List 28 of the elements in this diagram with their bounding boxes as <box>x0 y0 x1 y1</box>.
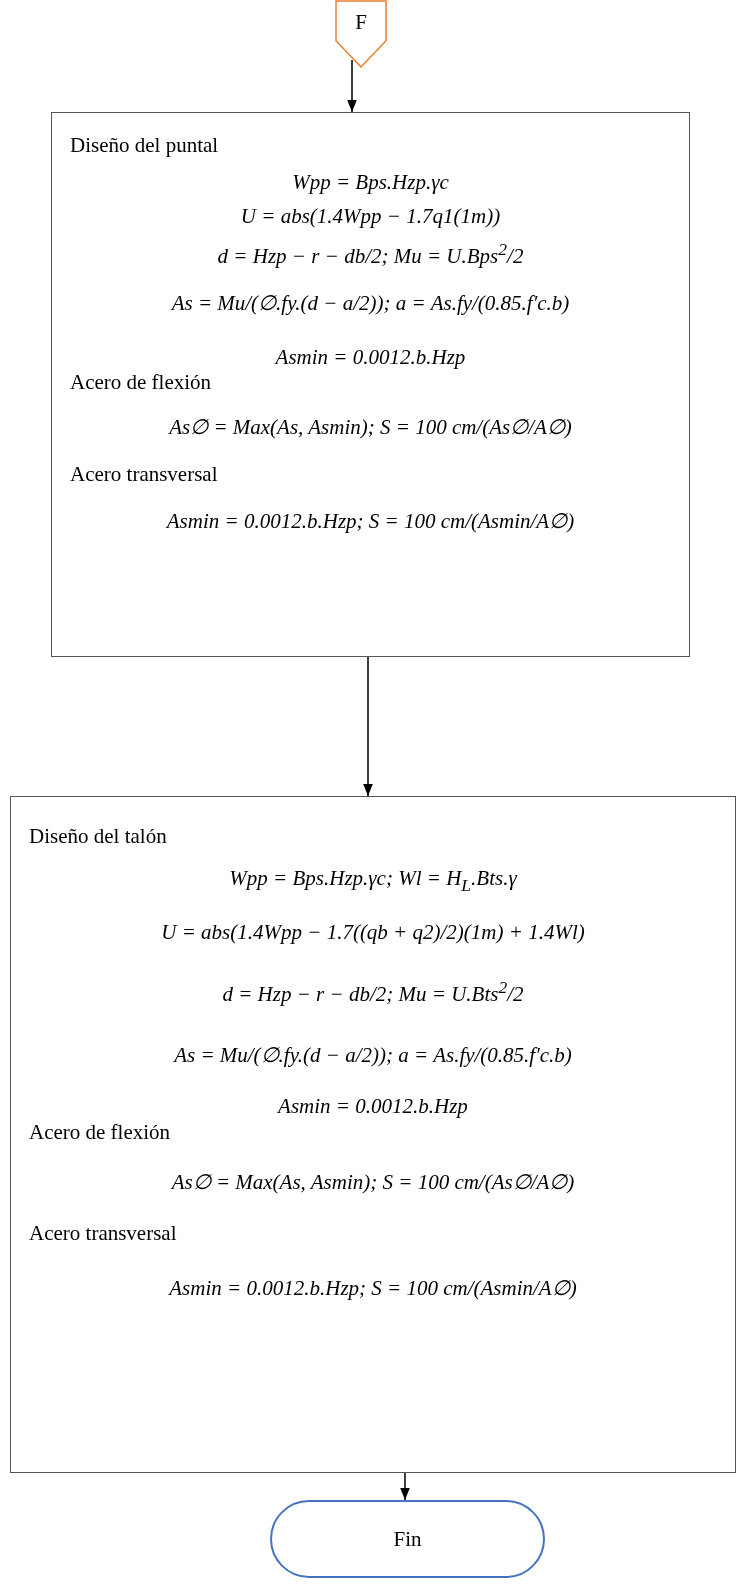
formula: U = abs(1.4Wpp − 1.7((qb + q2)/2)(1m) + 1.4Wl) <box>160 920 586 946</box>
formula: Asmin = 0.0012.b.Hzp <box>273 345 467 371</box>
formula: d = Hzp − r − db/2; Mu = U.Bps$^{2}$/2 <box>216 238 525 270</box>
process-box <box>10 796 736 1473</box>
off-page-connector <box>335 0 387 68</box>
section-heading: Acero transversal <box>70 462 218 488</box>
arrow <box>347 59 357 113</box>
section-heading: Diseño del puntal <box>70 133 219 159</box>
process-box <box>51 112 690 657</box>
terminal-label: Fin <box>392 1526 423 1552</box>
arrow <box>400 1472 410 1501</box>
connector-label: F <box>354 10 368 35</box>
formula: Asmin = 0.0012.b.Hzp <box>276 1094 469 1120</box>
formula: Wpp = Bps.Hzp.γc <box>291 170 450 196</box>
formula: As = Mu/(∅.fy.(d − a/2)); a = As.fy/(0.85.f′c.b) <box>169 291 571 317</box>
formula: Asmin = 0.0012.b.Hzp; S = 100 cm/(Asmin/A∅) <box>164 509 576 535</box>
section-heading: Acero transversal <box>29 1221 177 1247</box>
arrow <box>363 656 373 797</box>
section-heading: Acero de flexión <box>29 1120 171 1146</box>
section-heading: Acero de flexión <box>70 370 212 396</box>
formula: As = Mu/(∅.fy.(d − a/2)); a = As.fy/(0.85.f′c.b) <box>172 1043 573 1069</box>
formula: U = abs(1.4Wpp − 1.7q1(1m)) <box>239 204 502 230</box>
section-heading: Diseño del talón <box>29 824 167 850</box>
formula: d = Hzp − r − db/2; Mu = U.Bts$^{2}$/2 <box>221 976 525 1008</box>
formula: As∅ = Max(As, Asmin); S = 100 cm/(As∅/A∅) <box>167 415 573 441</box>
formula: Wpp = Bps.Hzp.γc; Wl = H$_{L}$.Bts.γ <box>228 866 519 896</box>
formula: As∅ = Max(As, Asmin); S = 100 cm/(As∅/A∅) <box>169 1170 576 1196</box>
formula: Asmin = 0.0012.b.Hzp; S = 100 cm/(Asmin/A∅) <box>167 1276 578 1302</box>
